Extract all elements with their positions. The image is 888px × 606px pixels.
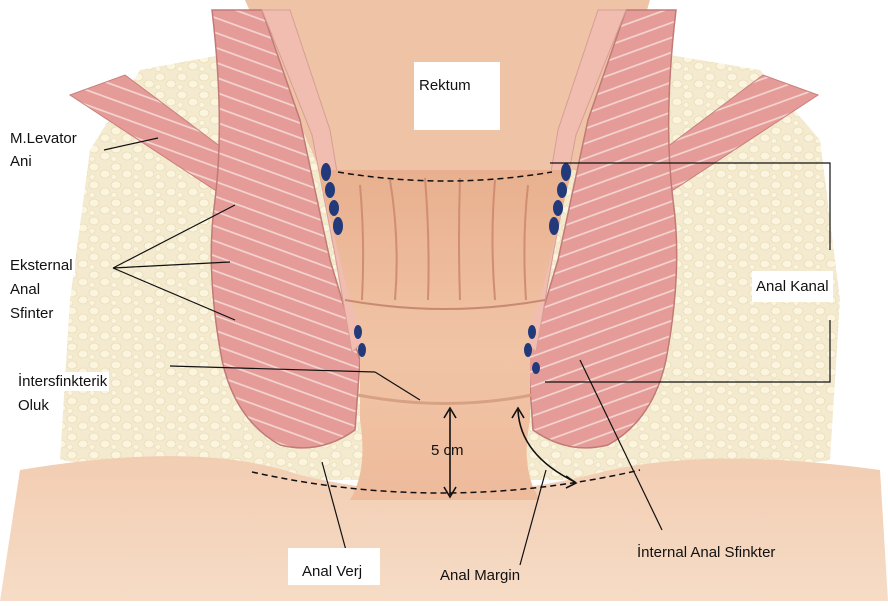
internal-sphincter-label: İnternal Anal Sfinkter: [637, 543, 775, 562]
external-sphincter-label-line3: Sfinter: [8, 304, 55, 323]
rektum-label: Rektum: [419, 76, 471, 95]
external-sphincter-label-line2: Anal: [8, 280, 42, 299]
levator-ani-label-line1: M.Levator: [8, 129, 79, 148]
anal-margin-label: Anal Margin: [440, 566, 520, 585]
anal-verge-label: Anal Verj: [288, 548, 380, 585]
rektum-label-box: [414, 62, 500, 130]
measurement-label: 5 cm: [431, 441, 464, 460]
external-sphincter-label-line1: Eksternal: [8, 256, 75, 275]
intersphincteric-label-line1: İntersfinkterik: [16, 372, 109, 391]
anal-canal-label: Anal Kanal: [752, 271, 833, 302]
levator-ani-label-line2: Ani: [8, 152, 34, 171]
intersphincteric-label-line2: Oluk: [16, 396, 51, 415]
